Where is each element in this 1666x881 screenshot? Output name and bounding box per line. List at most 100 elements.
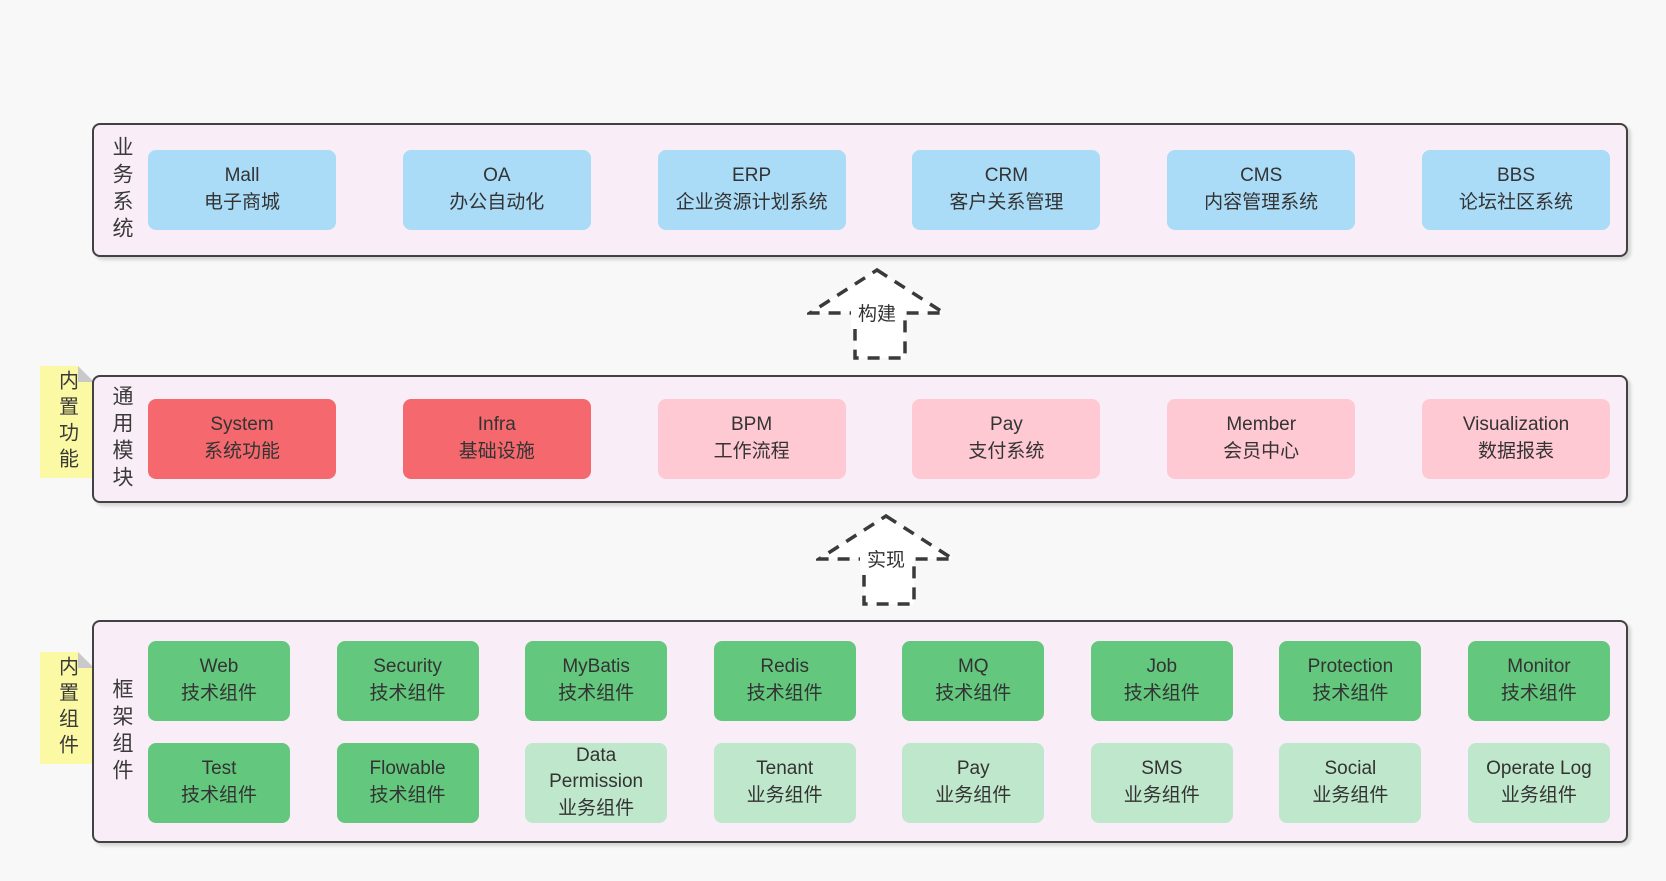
box-title: Infra [477,414,516,436]
box-title: Security [373,655,442,677]
box-bbs: BBS 论坛社区系统 [1421,150,1610,230]
box-pay-business: Pay 业务组件 [902,742,1045,823]
box-title: MyBatis [562,655,630,677]
box-subtitle: 系统功能 [203,441,280,462]
components-row-2: Test 技术组件 Flowable 技术组件 Data Permission … [148,742,1610,823]
box-subtitle: 工作流程 [713,441,790,462]
box-title: Visualization [1462,414,1570,436]
box-subtitle: 会员中心 [1223,441,1300,462]
arrow-label-build: 构建 [850,296,904,329]
box-social: Social 业务组件 [1279,742,1422,823]
box-title: Flowable [369,757,446,779]
box-title: Test [201,757,237,779]
box-visualization: Visualization 数据报表 [1421,399,1610,479]
dashed-up-arrow-implement: 实现 [816,512,956,608]
box-subtitle: 业务组件 [935,784,1012,806]
box-flowable: Flowable 技术组件 [336,742,479,823]
box-subtitle: 基础设施 [458,441,535,462]
box-subtitle: 技术组件 [1123,682,1200,704]
box-subtitle: 业务组件 [1500,784,1577,806]
box-subtitle: 技术组件 [558,682,635,704]
box-erp: ERP 企业资源计划系统 [657,150,846,230]
box-title: CRM [984,165,1029,187]
box-subtitle: 技术组件 [369,682,446,704]
arrow-label-implement: 实现 [859,542,913,575]
box-title: System [210,414,274,436]
box-subtitle: 技术组件 [369,784,446,806]
box-operate-log: Operate Log 业务组件 [1467,742,1610,823]
box-subtitle: 技术组件 [746,682,823,704]
box-subtitle: 电子商城 [203,192,280,213]
box-title: OA [483,165,511,187]
box-subtitle: 办公自动化 [449,192,545,213]
box-data-permission: Data Permission 业务组件 [525,742,668,823]
layer-common-modules: 通用模块 System 系统功能 Infra 基础设施 BPM 工作流程 Pay… [92,375,1628,503]
box-mybatis: MyBatis 技术组件 [525,640,668,721]
box-title: Job [1146,655,1178,677]
box-monitor: Monitor 技术组件 [1467,640,1610,721]
box-title: Monitor [1507,655,1571,677]
box-mq: MQ 技术组件 [902,640,1045,721]
box-cms: CMS 内容管理系统 [1167,150,1356,230]
box-subtitle: 论坛社区系统 [1458,192,1573,213]
dashed-up-arrow-build: 构建 [807,266,947,362]
box-security: Security 技术组件 [336,640,479,721]
layer-business-systems: 业务系统 Mall 电子商城 OA 办公自动化 ERP 企业资源计划系统 CRM… [92,123,1628,257]
box-member: Member 会员中心 [1167,399,1356,479]
box-subtitle: 业务组件 [1312,784,1389,806]
box-subtitle: 业务组件 [558,797,635,819]
box-title: Data Permission [549,744,644,793]
box-title: ERP [732,165,772,187]
box-title: Protection [1307,655,1394,677]
box-sms: SMS 业务组件 [1090,742,1233,823]
box-protection: Protection 技术组件 [1279,640,1422,721]
box-title: Operate Log [1486,757,1592,779]
box-title: Web [199,655,239,677]
box-system: System 系统功能 [148,399,336,479]
box-tenant: Tenant 业务组件 [713,742,856,823]
box-pay: Pay 支付系统 [912,399,1101,479]
box-title: SMS [1141,757,1183,779]
box-crm: CRM 客户关系管理 [912,150,1101,230]
layer-label-framework-components: 框架组件 [110,677,133,786]
box-title: BBS [1496,165,1535,187]
box-subtitle: 客户关系管理 [949,192,1064,213]
box-subtitle: 企业资源计划系统 [675,192,828,213]
box-subtitle: 技术组件 [1312,682,1389,704]
box-redis: Redis 技术组件 [713,640,856,721]
box-subtitle: 业务组件 [1123,784,1200,806]
modules-row: System 系统功能 Infra 基础设施 BPM 工作流程 Pay 支付系统… [148,399,1610,479]
box-mall: Mall 电子商城 [148,150,336,230]
box-subtitle: 技术组件 [180,682,257,704]
box-oa: OA 办公自动化 [402,150,591,230]
box-web: Web 技术组件 [148,640,290,721]
box-title: CMS [1240,165,1283,187]
box-title: Mall [224,165,260,187]
box-subtitle: 技术组件 [180,784,257,806]
layer-framework-components: 框架组件 Web 技术组件 Security 技术组件 MyBatis 技术组件… [92,620,1628,843]
box-subtitle: 数据报表 [1477,441,1554,462]
box-subtitle: 内容管理系统 [1204,192,1319,213]
components-row-1: Web 技术组件 Security 技术组件 MyBatis 技术组件 Redi… [148,640,1610,721]
layer-label-common-modules: 通用模块 [110,385,133,493]
box-title: MQ [957,655,989,677]
box-title: Member [1226,414,1297,436]
box-title: Pay [956,757,990,779]
box-title: Redis [760,655,809,677]
box-title: Pay [990,414,1023,436]
business-row: Mall 电子商城 OA 办公自动化 ERP 企业资源计划系统 CRM 客户关系… [148,150,1610,230]
box-bpm: BPM 工作流程 [657,399,846,479]
box-subtitle: 技术组件 [1500,682,1577,704]
box-title: Tenant [756,757,814,779]
box-infra: Infra 基础设施 [402,399,591,479]
box-test: Test 技术组件 [148,742,290,823]
box-subtitle: 业务组件 [746,784,823,806]
sticky-tag-built-in-components: 内置组件 [40,652,94,764]
box-job: Job 技术组件 [1090,640,1233,721]
layer-label-business-systems: 业务系统 [110,136,133,244]
box-title: Social [1324,757,1377,779]
box-title: BPM [731,414,773,436]
box-subtitle: 支付系统 [968,441,1045,462]
sticky-tag-built-in-features: 内置功能 [40,366,94,478]
